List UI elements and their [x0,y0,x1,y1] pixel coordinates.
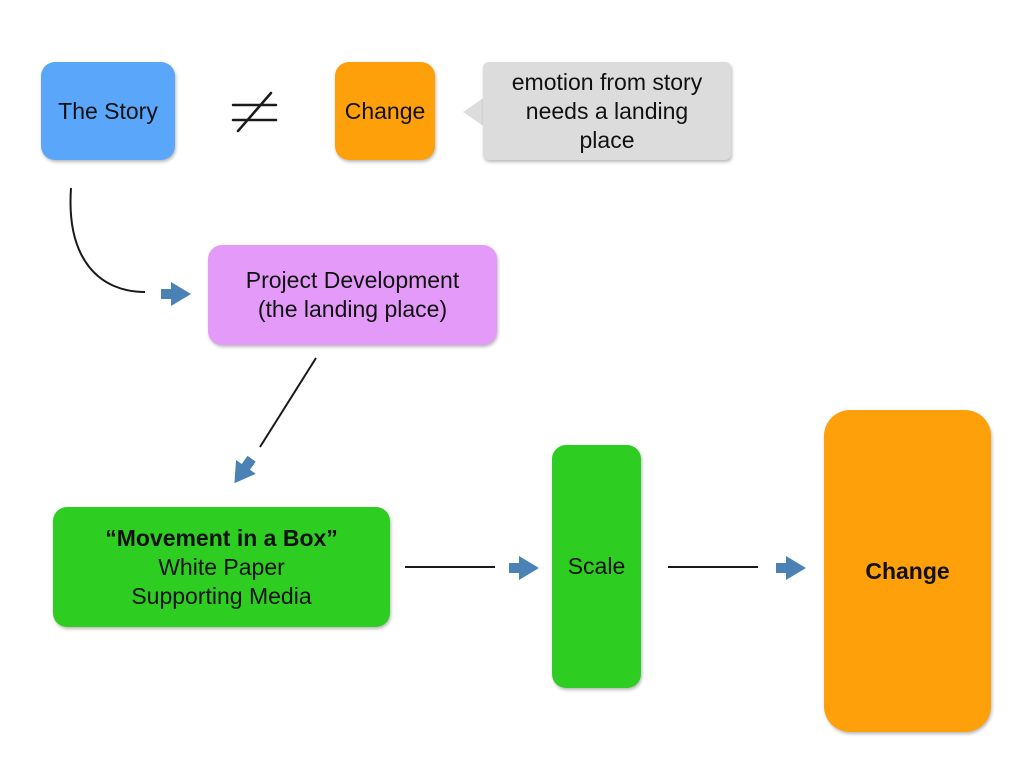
callout-line-3: place [579,126,635,153]
arrow-down-left-icon [234,455,256,484]
the-story-node: The Story [41,62,175,160]
movement-line-2: Supporting Media [131,582,312,609]
callout-pointer [463,97,485,127]
project-line-2: (the landing place) [257,296,448,322]
arrow-right-icon [776,556,806,580]
change-node-final: Change [824,410,991,732]
change-final-label: Change [865,557,950,584]
callout-line-2: needs a landing [525,97,689,124]
arrow-right-icon [161,282,191,306]
change-top-label: Change [344,97,426,124]
project-development-node: Project Development (the landing place) [208,245,497,345]
movement-title: “Movement in a Box” [105,524,338,551]
change-node-top: Change [335,62,435,160]
project-line-1: Project Development [245,267,460,293]
movement-line-1: White Paper [158,553,285,580]
arrow-right-icon [509,556,539,580]
scale-label: Scale [567,553,626,579]
callout-line-1: emotion from story [511,68,703,95]
movement-in-a-box-node: “Movement in a Box” White Paper Supporti… [53,507,390,627]
story-to-project-connector [69,187,146,293]
callout-bubble: emotion from story needs a landing place [483,62,731,160]
project-to-movement-connector [259,357,317,448]
not-equal-icon [231,91,278,133]
the-story-label: The Story [58,97,158,124]
scale-node: Scale [552,445,641,688]
